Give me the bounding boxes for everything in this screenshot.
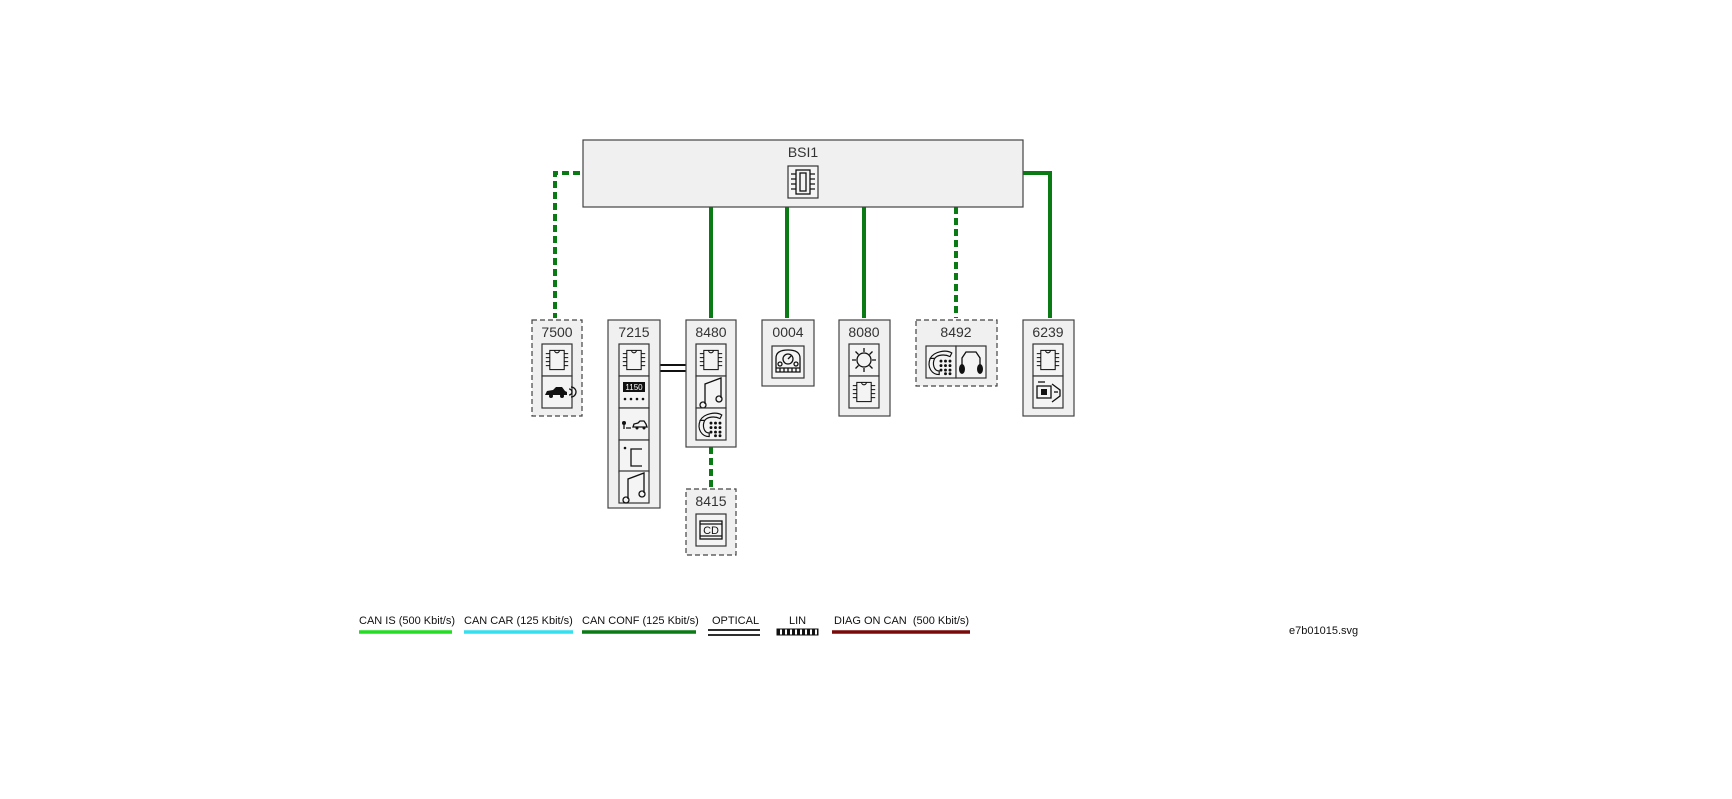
node-8080[interactable]: 8080 xyxy=(838,319,891,417)
ecu-chip-icon xyxy=(695,343,727,377)
legend-item-can-is: CAN IS (500 Kbit/s) xyxy=(359,615,455,634)
legend-item-can-car: CAN CAR (125 Kbit/s) xyxy=(464,615,573,634)
music-note-icon xyxy=(618,470,650,504)
node-label: 8415 xyxy=(695,493,726,509)
node-label: 7215 xyxy=(618,324,649,340)
headphones-icon xyxy=(955,345,987,379)
node-label: 6239 xyxy=(1032,324,1063,340)
node-7215[interactable]: 7215 1150 xyxy=(607,319,661,509)
legend-item-can-conf: CAN CONF (125 Kbit/s) xyxy=(582,615,699,634)
node-6239[interactable]: 6239 xyxy=(1022,319,1075,417)
svg-text:CAN CONF (125 Kbit/s): CAN CONF (125 Kbit/s) xyxy=(582,615,699,627)
telephone-keypad-icon xyxy=(695,407,727,441)
telephone-keypad-icon xyxy=(925,345,957,379)
ecu-chip-icon xyxy=(1032,343,1064,377)
node-8415[interactable]: 8415 CD xyxy=(685,488,737,556)
climate-fan-icon xyxy=(848,343,880,377)
node-label: 8480 xyxy=(695,324,726,340)
link-7215-8480-optical xyxy=(660,364,686,372)
ecu-chip-icon xyxy=(848,375,880,409)
seat-icon xyxy=(618,439,650,473)
node-0004[interactable]: 0004 xyxy=(761,319,815,387)
ecu-chip-icon xyxy=(618,343,650,377)
legend-item-optical: OPTICAL xyxy=(708,615,760,636)
legend: CAN IS (500 Kbit/s) CAN CAR (125 Kbit/s)… xyxy=(359,615,970,636)
svg-text:OPTICAL: OPTICAL xyxy=(712,615,759,627)
cd-changer-icon: CD xyxy=(695,513,727,547)
key-car-icon xyxy=(618,407,650,441)
node-label: 0004 xyxy=(772,324,803,340)
svg-text:CAN CAR (125 Kbit/s): CAN CAR (125 Kbit/s) xyxy=(464,615,573,627)
clock-display-icon: 1150 xyxy=(618,375,650,409)
navigation-display-icon xyxy=(1032,375,1064,409)
node-label: 7500 xyxy=(541,324,572,340)
link-bsi1-6239 xyxy=(1023,171,1052,318)
connection-lines xyxy=(553,171,1052,488)
node-8492[interactable]: 8492 xyxy=(915,319,998,387)
node-label: 8080 xyxy=(848,324,879,340)
node-label: 8492 xyxy=(940,324,971,340)
car-sensor-icon xyxy=(541,375,577,409)
node-7500[interactable]: 7500 xyxy=(531,319,583,417)
music-note-icon xyxy=(695,375,727,409)
legend-item-lin: LIN xyxy=(776,615,819,636)
svg-text:CD: CD xyxy=(703,525,719,537)
svg-text:CAN IS (500 Kbit/s): CAN IS (500 Kbit/s) xyxy=(359,615,455,627)
hub-bsi1[interactable]: BSI1 xyxy=(582,139,1024,208)
svg-text:1150: 1150 xyxy=(625,383,643,392)
svg-text:LIN: LIN xyxy=(789,615,806,627)
svg-text:DIAG ON CAN (500 Kbit/s): DIAG ON CAN (500 Kbit/s) xyxy=(834,615,969,627)
hub-label: BSI1 xyxy=(788,144,819,160)
link-bsi1-7500 xyxy=(553,171,580,318)
instrument-cluster-icon xyxy=(771,345,805,379)
ecu-chip-icon xyxy=(541,343,573,377)
ecu-chip-icon xyxy=(787,165,819,199)
legend-item-diag-on-can: DIAG ON CAN (500 Kbit/s) xyxy=(832,615,970,634)
node-8480[interactable]: 8480 xyxy=(685,319,737,448)
file-name-label: e7b01015.svg xyxy=(1289,625,1358,637)
